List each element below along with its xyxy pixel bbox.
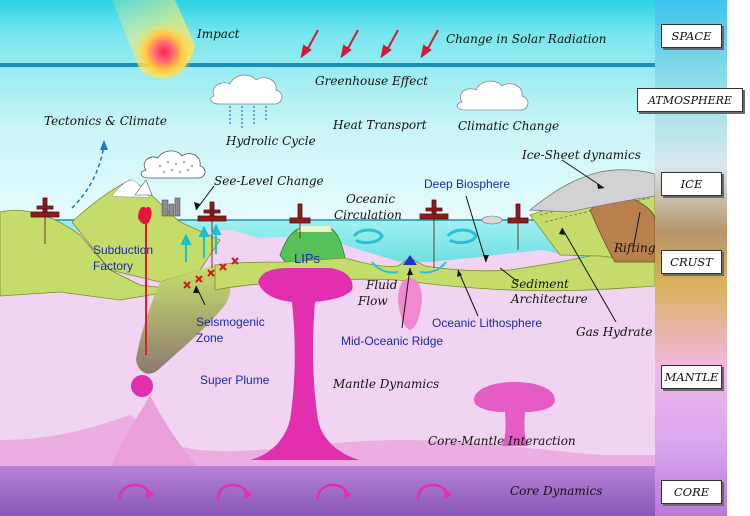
seismogenic-zone-label-2: Zone xyxy=(196,331,224,345)
core-mantle-interaction-label: Core-Mantle Interaction xyxy=(428,434,576,448)
rifting-label: Rifting xyxy=(614,241,656,255)
lips-label: LIPs xyxy=(294,251,321,266)
solar-radiation-label: Change in Solar Radiation xyxy=(446,32,607,46)
subduction-factory-label-2: Factory xyxy=(93,259,134,273)
layer-box-atmosphere: ATMOSPHERE xyxy=(637,88,743,112)
fluid-flow-label-1: Fluid xyxy=(366,278,398,292)
gas-hydrate-label: Gas Hydrate xyxy=(576,325,653,339)
mid-oceanic-ridge-label: Mid-Oceanic Ridge xyxy=(341,334,444,348)
core-dynamics-label: Core Dynamics xyxy=(510,484,603,498)
sediment-architecture-label-1: Sediment xyxy=(511,277,569,291)
layer-box-ice: ICE xyxy=(661,172,722,196)
oceanic-lithosphere-label: Oceanic Lithosphere xyxy=(432,316,543,330)
heat-transport-label: Heat Transport xyxy=(333,118,427,132)
mantle-dynamics-label: Mantle Dynamics xyxy=(333,377,440,391)
layer-box-crust: CRUST xyxy=(661,250,722,274)
layer-box-core: CORE xyxy=(661,480,722,504)
climatic-change-label: Climatic Change xyxy=(458,119,560,133)
subduction-factory-label-1: Subduction xyxy=(93,243,154,257)
impact-label: Impact xyxy=(197,27,240,41)
super-plume-label: Super Plume xyxy=(200,373,270,387)
deep-biosphere-label: Deep Biosphere xyxy=(424,177,511,191)
sediment-architecture-label-2: Architecture xyxy=(511,292,588,306)
sea-level-change-label: See-Level Change xyxy=(214,174,324,188)
oceanic-circulation-label-2: Circulation xyxy=(334,208,402,222)
greenhouse-effect-label: Greenhouse Effect xyxy=(315,74,428,88)
seismogenic-zone-label-1: Seismogenic xyxy=(196,315,265,329)
oceanic-circulation-label-1: Oceanic xyxy=(346,192,396,206)
ice-sheet-dynamics-label: Ice-Sheet dynamics xyxy=(522,148,641,162)
fluid-flow-label-2: Flow xyxy=(358,294,388,308)
hydrologic-cycle-label: Hydrolic Cycle xyxy=(226,134,316,148)
tectonics-climate-label: Tectonics & Climate xyxy=(44,114,168,128)
layer-box-mantle: MANTLE xyxy=(661,365,722,389)
layer-box-space: SPACE xyxy=(661,24,722,48)
